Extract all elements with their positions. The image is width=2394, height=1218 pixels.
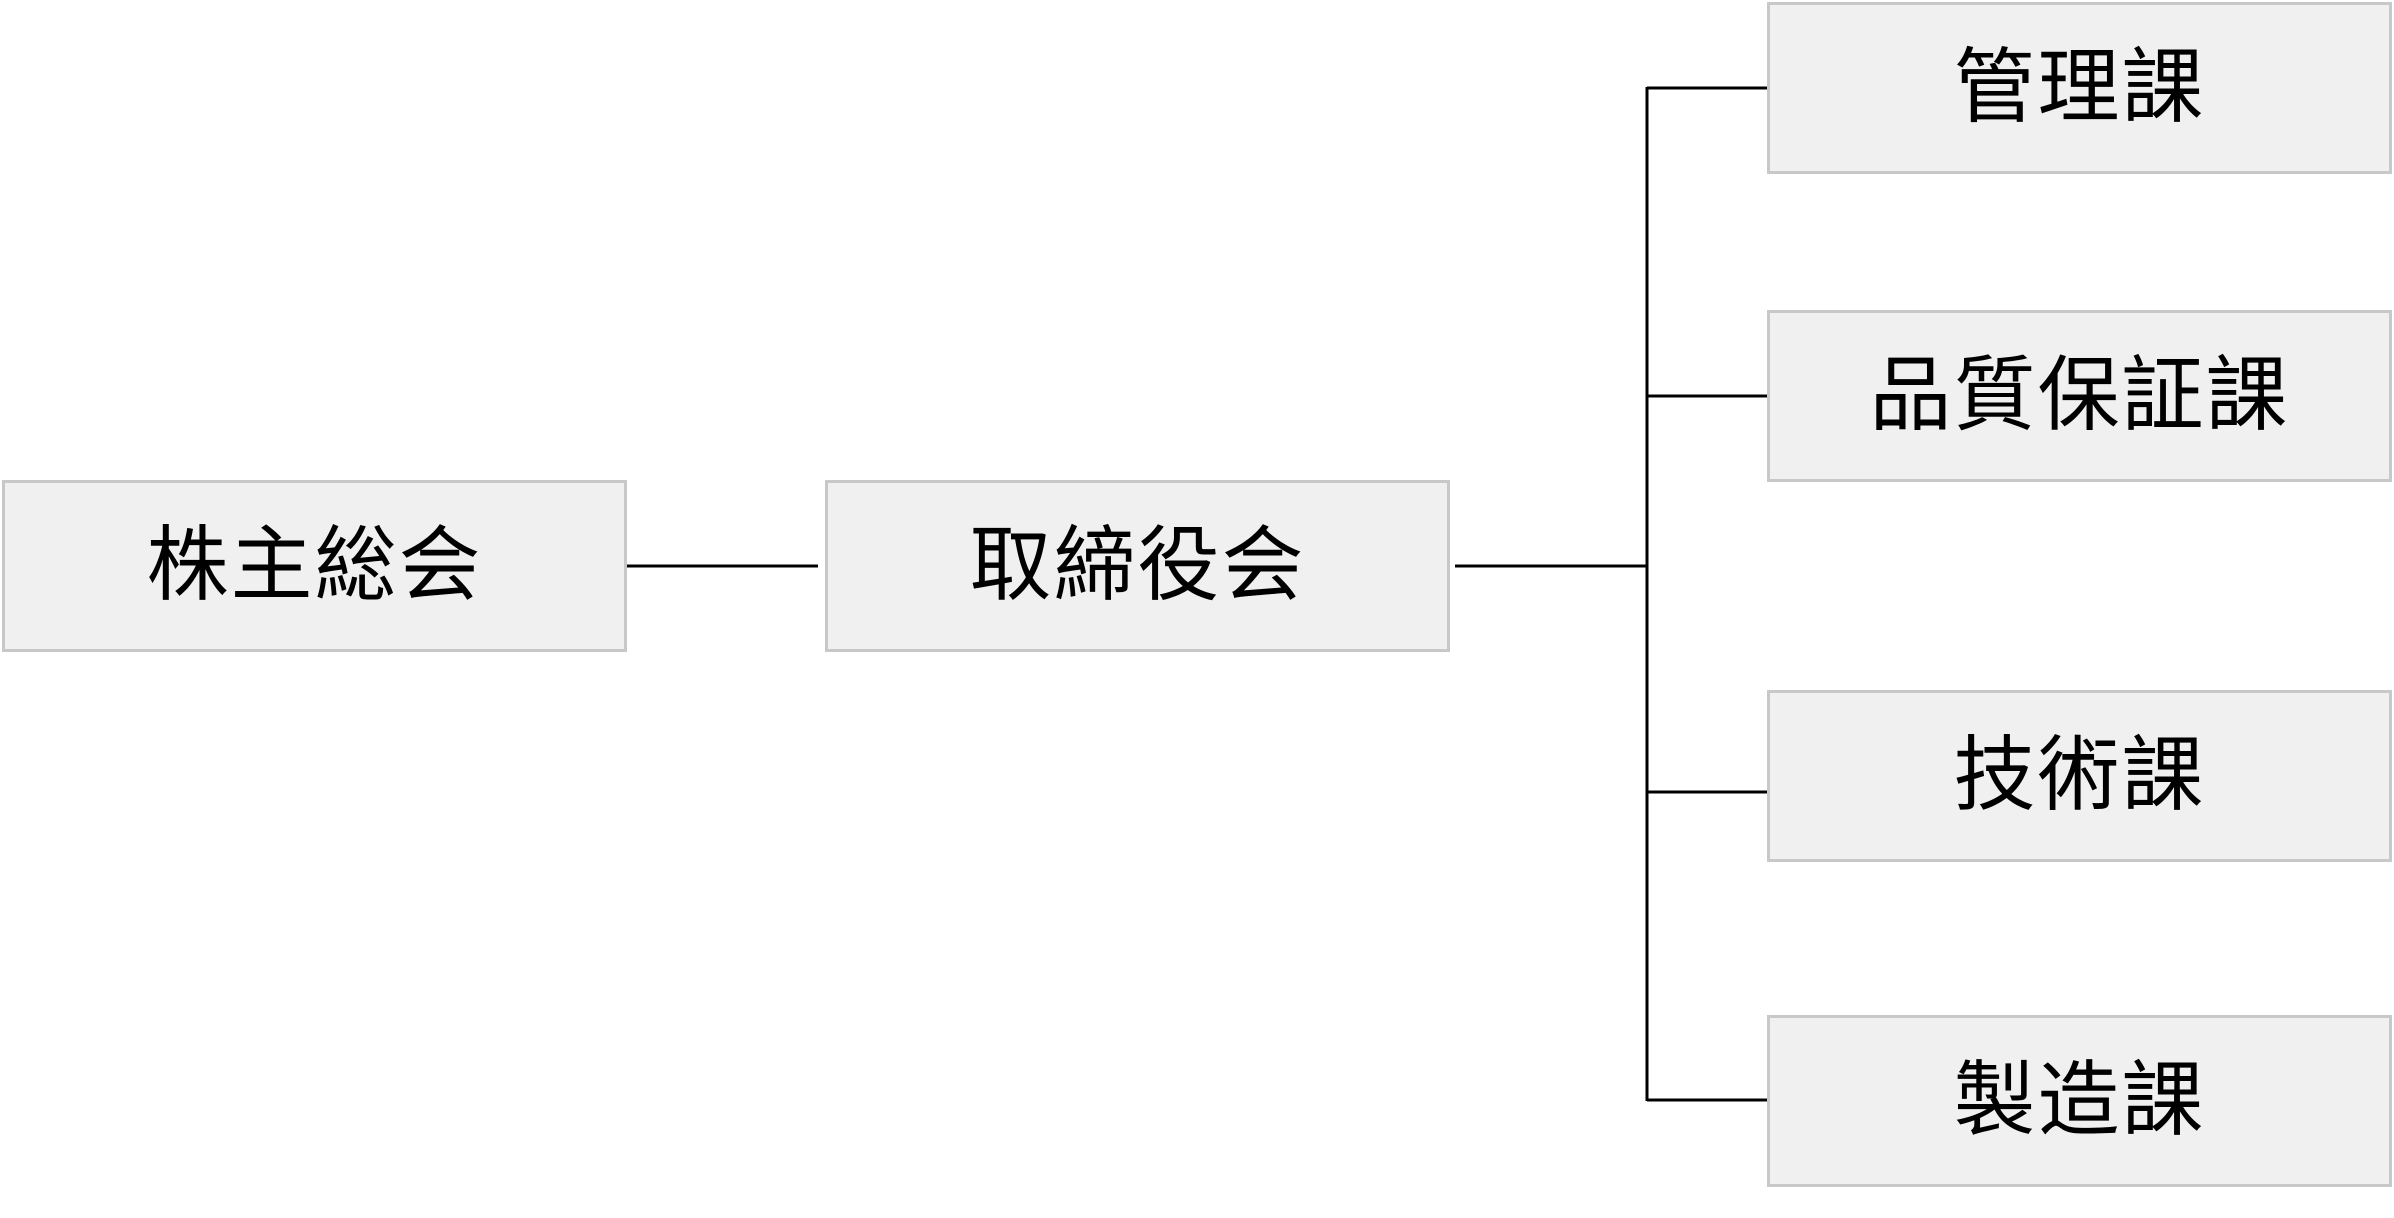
node-admin-section: 管理課 — [1767, 2, 2392, 174]
node-label: 取締役会 — [969, 518, 1306, 613]
node-label: 技術課 — [1953, 728, 2206, 823]
node-board-of-directors: 取締役会 — [825, 480, 1450, 652]
node-technical-section: 技術課 — [1767, 690, 2392, 862]
node-label: 製造課 — [1953, 1053, 2206, 1148]
node-quality-assurance-section: 品質保証課 — [1767, 310, 2392, 482]
node-label: 品質保証課 — [1869, 348, 2290, 443]
node-shareholders-meeting: 株主総会 — [2, 480, 627, 652]
node-label: 株主総会 — [146, 518, 483, 613]
node-manufacturing-section: 製造課 — [1767, 1015, 2392, 1187]
node-label: 管理課 — [1953, 40, 2206, 135]
